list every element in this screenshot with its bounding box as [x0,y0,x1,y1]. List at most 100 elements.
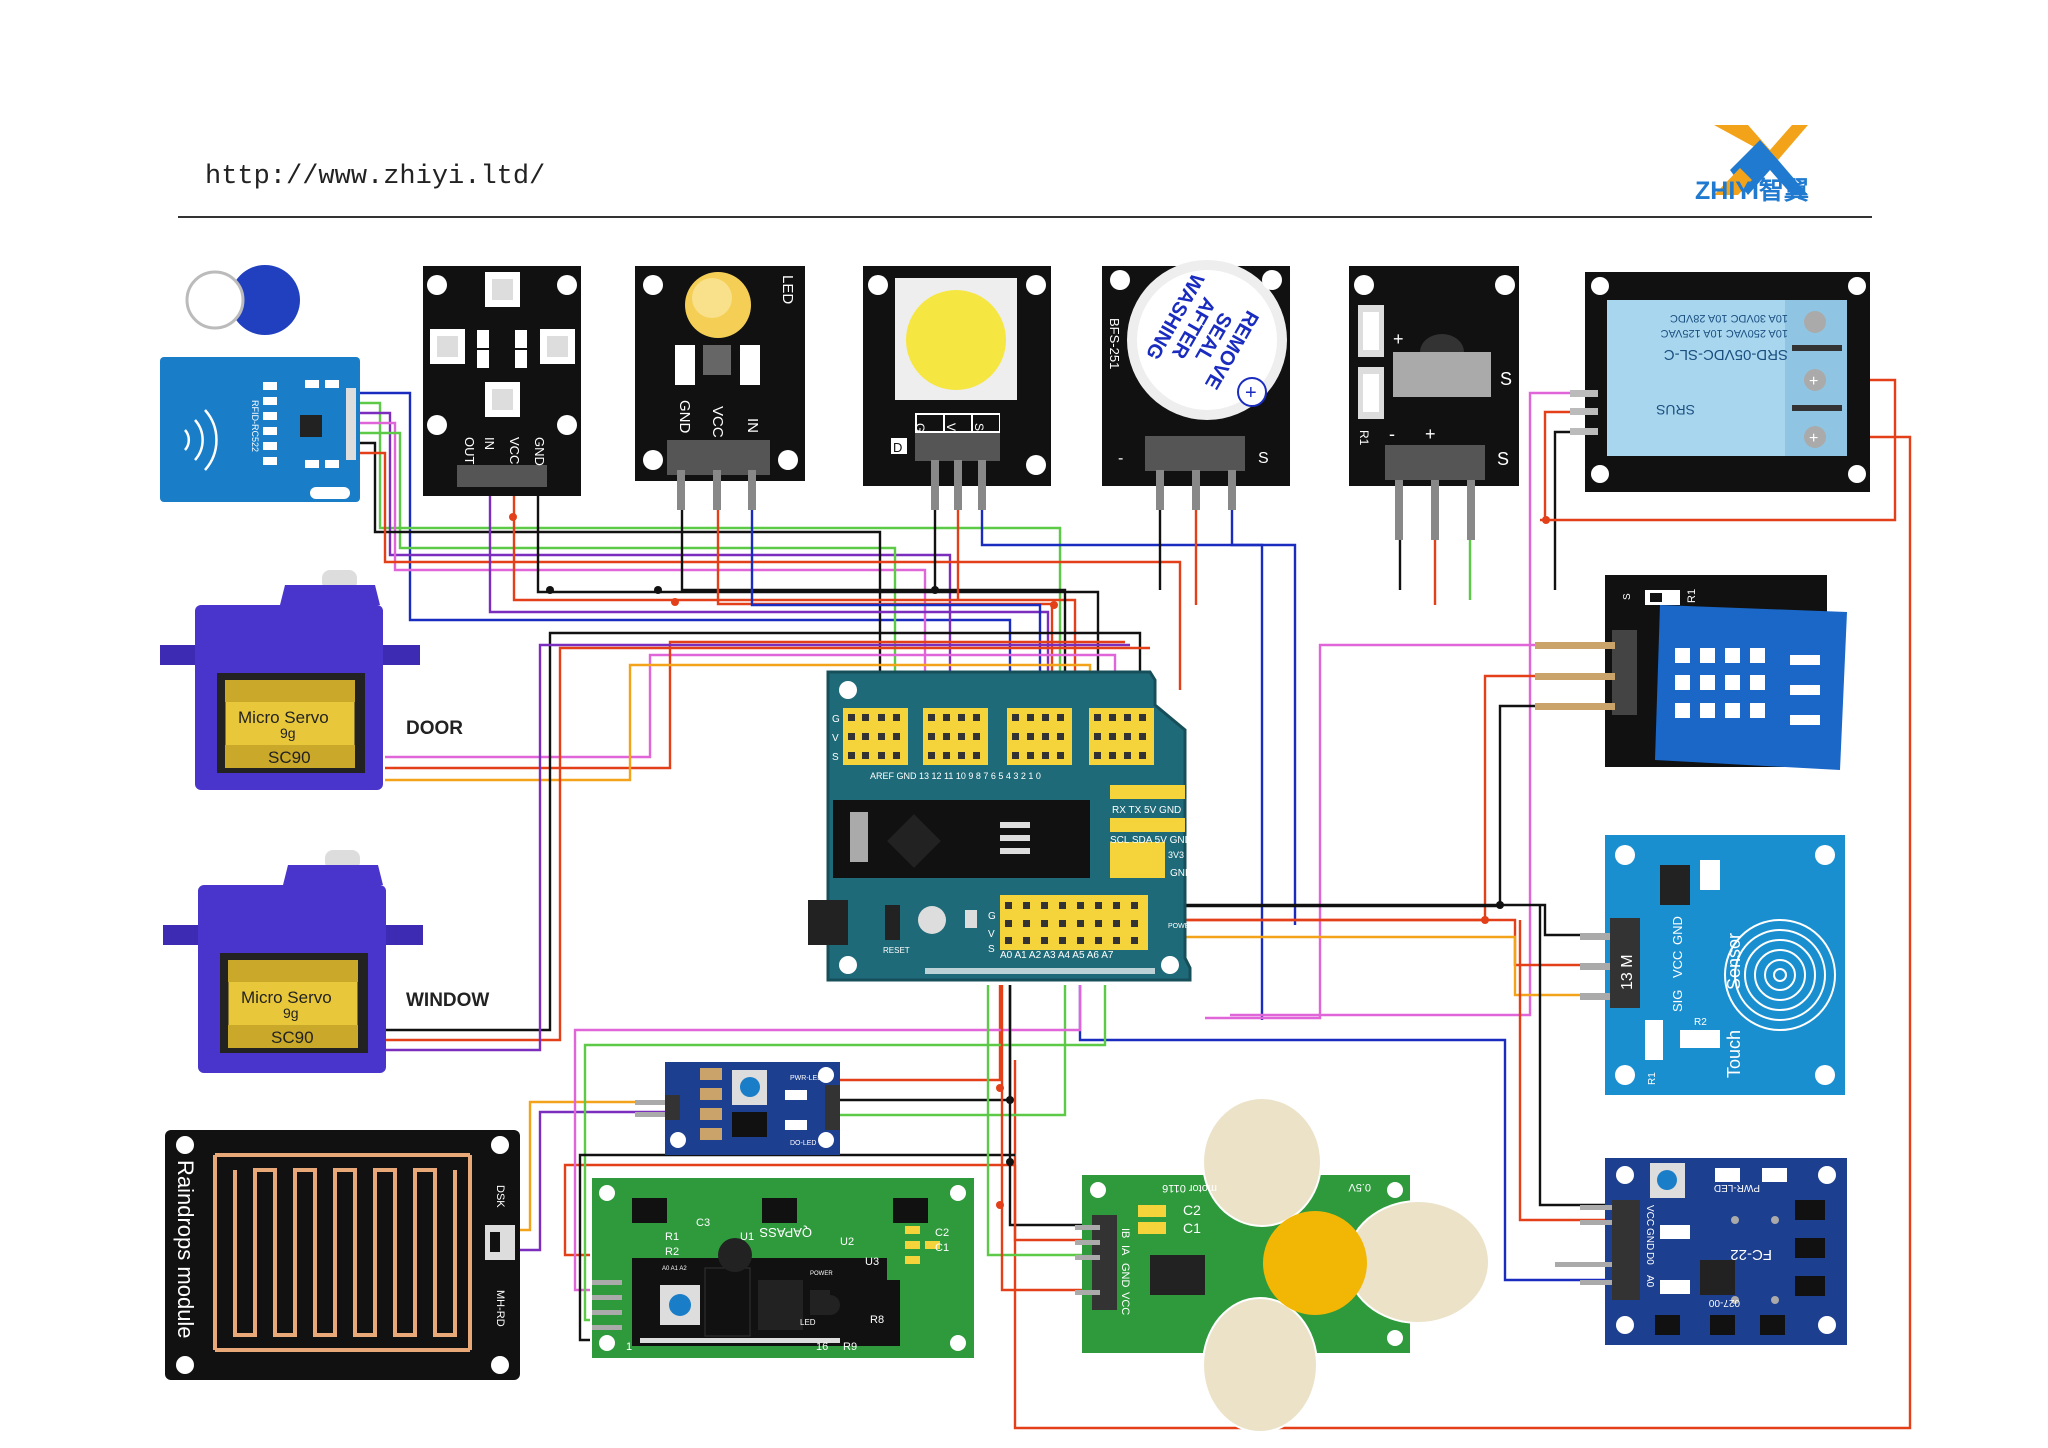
svg-text:S: S [1497,449,1509,469]
fan-module: motor 0116 0.5V C2 C1 IB IA GND VCC [1075,1097,1490,1433]
soil-pin-a0: A0 [1644,1275,1655,1288]
wire-fan-v [1013,1165,1090,1242]
wire-led-gnd [680,470,1067,705]
header-url[interactable]: http://www.zhiyi.ltd/ [205,162,546,192]
lcd-led: LED [800,1318,816,1327]
board-row-g: G [832,714,840,725]
wire-lcd-v [563,1163,1015,1257]
wire-gas-v [840,985,1002,1082]
touch-module-code: 13 M [1619,954,1636,990]
wire-dht-s [1205,643,1612,1020]
rgb-pin-gnd: GND [532,437,547,466]
fan-c2: C2 [1183,1202,1201,1218]
lcd-qapass: QAPASS [759,1225,812,1240]
board-arow-g: G [988,911,996,922]
lcd-u3: U3 [865,1256,879,1268]
sound-minus: - [1389,424,1395,444]
wire-win-v [385,646,1150,1042]
touch-pad-icon [1724,919,1836,1031]
wire-soil-g [1538,905,1612,1207]
lcd-pin16: 16 [816,1341,828,1353]
lcd-r8: R8 [870,1314,884,1326]
servo-door: Micro Servo 9g SC90 DOOR [160,570,463,790]
expansion-board: G V S G V S AREF GND 13 12 11 10 9 8 7 6… [808,670,1194,982]
zhiyi-logo: ZHIYI智翼 [1695,125,1809,205]
wire-door-v [385,640,1125,770]
soil-pin-vcc: VCC [1644,1205,1655,1226]
buzzer-s: S [1258,450,1269,467]
board-arow-s: S [988,944,995,955]
sound-label: R1 [1357,430,1371,446]
wire-rfid-gnd [356,441,882,700]
fan-pin-ia: IA [1119,1245,1131,1256]
led-pin-gnd: GND [676,400,693,434]
wire-relay-out2 [1013,435,1912,1430]
lcd-u1: U1 [740,1231,754,1243]
fan-voltage: 0.5V [1348,1181,1371,1193]
raindrops-module: Raindrops module DSK MH-RD [165,1130,520,1380]
gas-pwr-led: PWR-LED [790,1075,822,1082]
fan-pin-vcc: VCC [1119,1292,1131,1315]
wire-rfid-5 [356,431,897,700]
touch-pin-vcc: VCC [1670,951,1685,978]
soil-code: 027-00 [1708,1297,1740,1308]
header-divider [178,216,1872,218]
rgb-pin-in: IN [482,437,497,450]
lcd-i2c-module: C3 R1 R2 U1 U2 QAPASS C2 C1 U3 R8 R9 POW… [592,1178,974,1358]
wire-touch-g [1170,903,1612,937]
soil-pwr-led: PWR-LED [1714,1182,1760,1193]
touch-sensor-module: Touch Sensor SIG VCC GND 13 M R1 R2 [1580,835,1845,1095]
button-module: D G V S [863,266,1051,510]
wire-rain-2 [515,1110,670,1252]
dht-module: S R1 [1535,575,1847,770]
wire-win-g [385,631,1142,1032]
board-row-v: V [832,733,839,744]
led-pin-in: IN [744,418,761,433]
lcd-u2: U2 [840,1236,854,1248]
led-module: LED GND VCC IN [635,266,805,510]
buzzer-label: BFS-251 [1107,318,1122,369]
wire-rfid-4 [356,421,927,700]
wire-dht-v [1140,674,1612,922]
servo-window-brand: Micro Servo [241,988,332,1007]
rgb-led-module: OUT IN VCC GND [423,266,581,496]
board-gnd-label: GND [1170,868,1192,879]
touch-pin-sig: SIG [1670,990,1685,1012]
board-arow-v: V [988,929,995,940]
lcd-power: POWER [810,1271,833,1277]
soil-pin-d0: D0 [1644,1252,1655,1265]
led-label: LED [779,275,796,304]
wire-rgb-vcc [512,470,1077,700]
board-power-label: POWER [1168,923,1194,930]
board-analog-labels: A0 A1 A2 A3 A4 A5 A6 A7 [1000,950,1114,961]
btn-pin-s: S [972,423,986,431]
svg-text:+: + [1809,430,1818,447]
touch-sensor-label: Sensor [1724,933,1744,990]
lcd-c3: C3 [696,1217,710,1229]
wire-relay-s [1230,391,1598,1017]
wire-rfid-vcc [356,451,1182,690]
servo-window-code: SC90 [271,1028,314,1047]
door-label: DOOR [406,718,463,739]
soil-sensor-module: FC-22 PWR-LED VCC GND D0 A0 027-00 [1555,1158,1847,1345]
servo-window-model: 9g [283,1005,299,1021]
touch-label: Touch [1724,1030,1744,1078]
board-reset-label: RESET [883,946,910,955]
lcd-r2: R2 [665,1246,679,1258]
button-label: D [893,440,902,455]
logo-text: ZHIYI智翼 [1695,176,1809,205]
rfid-antenna-icon [184,409,218,471]
lcd-r9: R9 [843,1341,857,1353]
rain-side1: DSK [494,1185,506,1208]
fan-c1: C1 [1183,1220,1201,1236]
wire-win-s [385,643,1130,1052]
wire-buzzer-s [1230,470,1297,925]
buzzer-module: + REMOVE SEAL AFTER WASHING BFS-251 - S [1102,260,1290,510]
relay-module: ++ SRD-05VDC-SL-C 10A 250VAC 10A 125VAC … [1570,272,1870,492]
fan-motor-label: motor 0116 [1162,1182,1217,1194]
fan-pin-gnd: GND [1119,1263,1131,1288]
touch-r1: R1 [1647,1072,1658,1085]
btn-pin-v: V [944,423,958,431]
servo-door-code: SC90 [268,748,311,767]
wire-gas-s [840,985,1067,1117]
